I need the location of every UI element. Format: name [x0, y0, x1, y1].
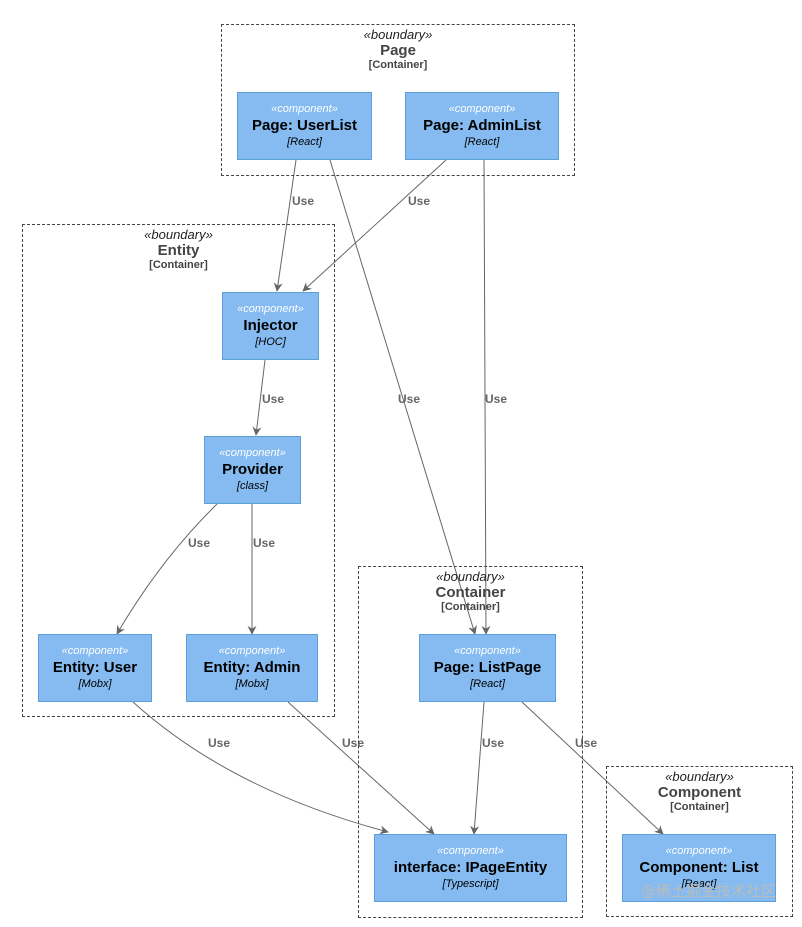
component-stereotype: «component» — [61, 645, 129, 657]
component-name: Injector — [243, 317, 298, 334]
edge-label: Use — [575, 736, 597, 750]
component-name: Entity: User — [52, 659, 138, 676]
edge-label: Use — [262, 392, 284, 406]
edge-userlist-listpage — [329, 159, 477, 635]
component-name: Component: List — [639, 859, 759, 876]
edge-userlist-injector — [273, 159, 297, 292]
component-name: Page: ListPage — [433, 659, 542, 676]
edge-label: Use — [208, 736, 230, 750]
component-page-userlist[interactable]: «component» Page: UserList [React] — [237, 92, 372, 160]
edge-injector-provider — [252, 359, 266, 436]
component-stereotype: «component» — [237, 303, 304, 315]
component-stereotype: «component» — [448, 103, 516, 115]
component-stereotype: «component» — [218, 645, 286, 657]
boundary-stereotype: «boundary» — [363, 27, 433, 42]
component-name: Page: UserList — [251, 117, 358, 134]
edge-adminlist-listpage — [481, 159, 491, 635]
edge-entity-admin-ipageentity — [287, 701, 435, 835]
boundary-component: «boundary» Component [Container] — [606, 766, 793, 917]
boundary-stereotype: «boundary» — [436, 569, 505, 584]
boundary-title: Page — [380, 42, 416, 59]
component-tech: [React] — [287, 136, 322, 148]
component-stereotype: «component» — [271, 103, 338, 115]
component-tech: [HOC] — [255, 336, 286, 348]
component-name: Provider — [222, 461, 283, 478]
component-stereotype: «component» — [454, 645, 521, 657]
watermark: @稀土掘金技术社区 — [640, 882, 776, 900]
boundary-container: «boundary» Container [Container] — [358, 566, 583, 918]
component-tech: [React] — [681, 878, 717, 890]
edge-label: Use — [292, 194, 314, 208]
component-tech: [React] — [464, 136, 500, 148]
component-tech: [Mobx] — [78, 678, 112, 690]
component-name: Page: AdminList — [423, 117, 541, 134]
edge-entity-user-ipageentity — [132, 701, 389, 835]
edge-listpage-ipageentity — [470, 701, 485, 835]
boundary-title: Container — [435, 584, 506, 601]
component-tech: [Mobx] — [235, 678, 269, 690]
boundary-page: «boundary» Page [Container] — [221, 24, 575, 176]
component-tech: [class] — [236, 480, 269, 492]
component-page-adminlist[interactable]: «component» Page: AdminList [React] — [405, 92, 559, 160]
component-tech: [React] — [470, 678, 505, 690]
edge-listpage-comp-list — [521, 701, 664, 835]
edge-adminlist-injector — [302, 159, 447, 292]
boundary-title: Entity — [157, 242, 200, 259]
component-page-listpage[interactable]: «component» Page: ListPage [React] — [419, 634, 556, 702]
boundary-title: Component — [657, 784, 742, 801]
component-name: Entity: Admin — [203, 659, 301, 676]
boundary-tech: [Container] — [441, 601, 500, 613]
boundary-entity: «boundary» Entity [Container] — [22, 224, 335, 717]
component-interface-ipageentity[interactable]: «component» interface: IPageEntity [Type… — [374, 834, 567, 902]
boundary-tech: [Container] — [149, 259, 208, 271]
edge-label: Use — [485, 392, 507, 406]
boundary-stereotype: «boundary» — [144, 227, 213, 242]
component-entity-user[interactable]: «component» Entity: User [Mobx] — [38, 634, 152, 702]
boundary-tech: [Container] — [670, 801, 729, 813]
edge-label: Use — [188, 536, 210, 550]
component-tech: [Typescript] — [442, 878, 499, 890]
edge-label: Use — [482, 736, 504, 750]
edge-label: Use — [408, 194, 430, 208]
component-stereotype: «component» — [665, 845, 733, 857]
edge-label: Use — [398, 392, 420, 406]
component-list[interactable]: «component» Component: List [React] — [622, 834, 776, 902]
component-injector[interactable]: «component» Injector [HOC] — [222, 292, 319, 360]
component-provider[interactable]: «component» Provider [class] — [204, 436, 301, 504]
component-entity-admin[interactable]: «component» Entity: Admin [Mobx] — [186, 634, 318, 702]
component-stereotype: «component» — [437, 845, 504, 857]
edge-label: Use — [253, 536, 275, 550]
boundary-tech: [Container] — [368, 59, 428, 71]
component-name: interface: IPageEntity — [393, 859, 548, 876]
edge-provider-entity-user — [116, 503, 218, 635]
boundary-stereotype: «boundary» — [665, 769, 734, 784]
component-stereotype: «component» — [219, 447, 286, 459]
